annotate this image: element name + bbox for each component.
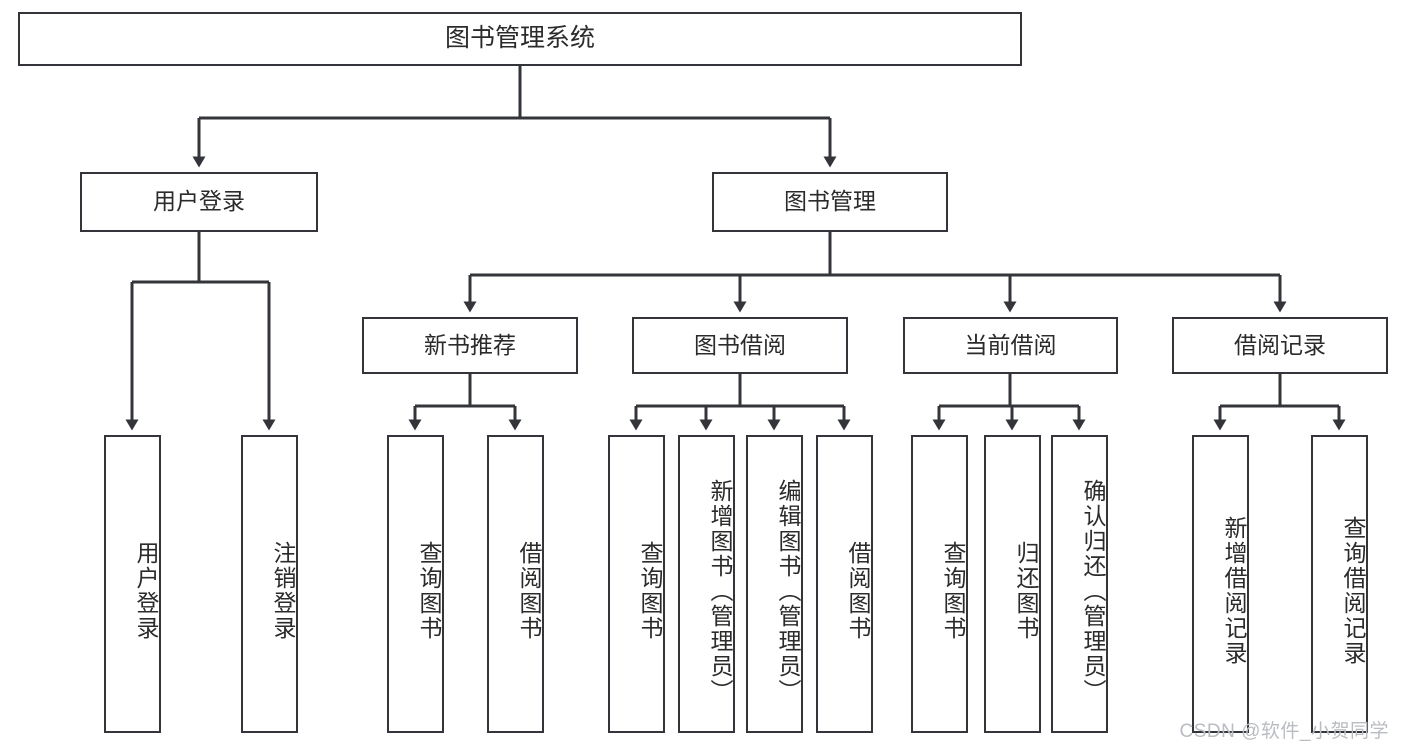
node-new-book-recommend-label: 新书推荐 <box>424 331 516 358</box>
node-leaf-query-book-rec-label: 查询图书 <box>416 541 442 641</box>
node-leaf-query-book-cur[interactable]: 查询图书 <box>911 435 968 733</box>
node-root[interactable]: 图书管理系统 <box>18 12 1022 66</box>
node-leaf-return-book[interactable]: 归还图书 <box>984 435 1041 733</box>
node-leaf-edit-book[interactable]: 编辑图书（管理员） <box>746 435 803 733</box>
node-leaf-user-logout-label: 注销登录 <box>270 541 296 641</box>
node-leaf-add-book[interactable]: 新增图书（管理员） <box>678 435 735 733</box>
node-book-manage-label: 图书管理 <box>784 188 876 215</box>
node-leaf-edit-book-label: 编辑图书（管理员） <box>775 478 801 704</box>
node-leaf-add-record-label: 新增借阅记录 <box>1221 516 1247 666</box>
node-root-label: 图书管理系统 <box>444 24 595 53</box>
node-current-borrow[interactable]: 当前借阅 <box>903 317 1118 374</box>
node-leaf-borrow-book-rec-label: 借阅图书 <box>516 541 542 641</box>
node-leaf-query-book-borrow-label: 查询图书 <box>637 541 663 641</box>
node-leaf-query-book-cur-label: 查询图书 <box>940 541 966 641</box>
node-leaf-query-book-borrow[interactable]: 查询图书 <box>608 435 665 733</box>
node-current-borrow-label: 当前借阅 <box>964 331 1057 358</box>
node-leaf-user-login[interactable]: 用户登录 <box>104 435 161 733</box>
node-leaf-query-book-rec[interactable]: 查询图书 <box>387 435 444 733</box>
node-leaf-user-login-label: 用户登录 <box>133 541 159 641</box>
node-leaf-return-book-label: 归还图书 <box>1013 541 1039 641</box>
node-user-login[interactable]: 用户登录 <box>80 172 318 232</box>
node-book-manage[interactable]: 图书管理 <box>712 172 948 232</box>
csdn-watermark: CSDN @软件_小贺同学 <box>1179 721 1389 742</box>
node-user-login-label: 用户登录 <box>153 188 245 215</box>
node-new-book-recommend[interactable]: 新书推荐 <box>362 317 578 374</box>
node-book-borrow[interactable]: 图书借阅 <box>632 317 848 374</box>
node-leaf-confirm-return[interactable]: 确认归还（管理员） <box>1051 435 1108 733</box>
node-leaf-add-record[interactable]: 新增借阅记录 <box>1192 435 1249 733</box>
node-leaf-query-record-label: 查询借阅记录 <box>1340 516 1366 666</box>
node-leaf-borrow-book[interactable]: 借阅图书 <box>816 435 873 733</box>
node-leaf-user-logout[interactable]: 注销登录 <box>241 435 298 733</box>
node-borrow-record-label: 借阅记录 <box>1234 331 1326 358</box>
node-book-borrow-label: 图书借阅 <box>694 331 786 358</box>
node-leaf-borrow-book-label: 借阅图书 <box>845 541 871 641</box>
node-leaf-confirm-return-label: 确认归还（管理员） <box>1080 478 1106 704</box>
node-leaf-query-record[interactable]: 查询借阅记录 <box>1311 435 1368 733</box>
node-borrow-record[interactable]: 借阅记录 <box>1172 317 1388 374</box>
node-leaf-borrow-book-rec[interactable]: 借阅图书 <box>487 435 544 733</box>
node-leaf-add-book-label: 新增图书（管理员） <box>707 478 733 704</box>
